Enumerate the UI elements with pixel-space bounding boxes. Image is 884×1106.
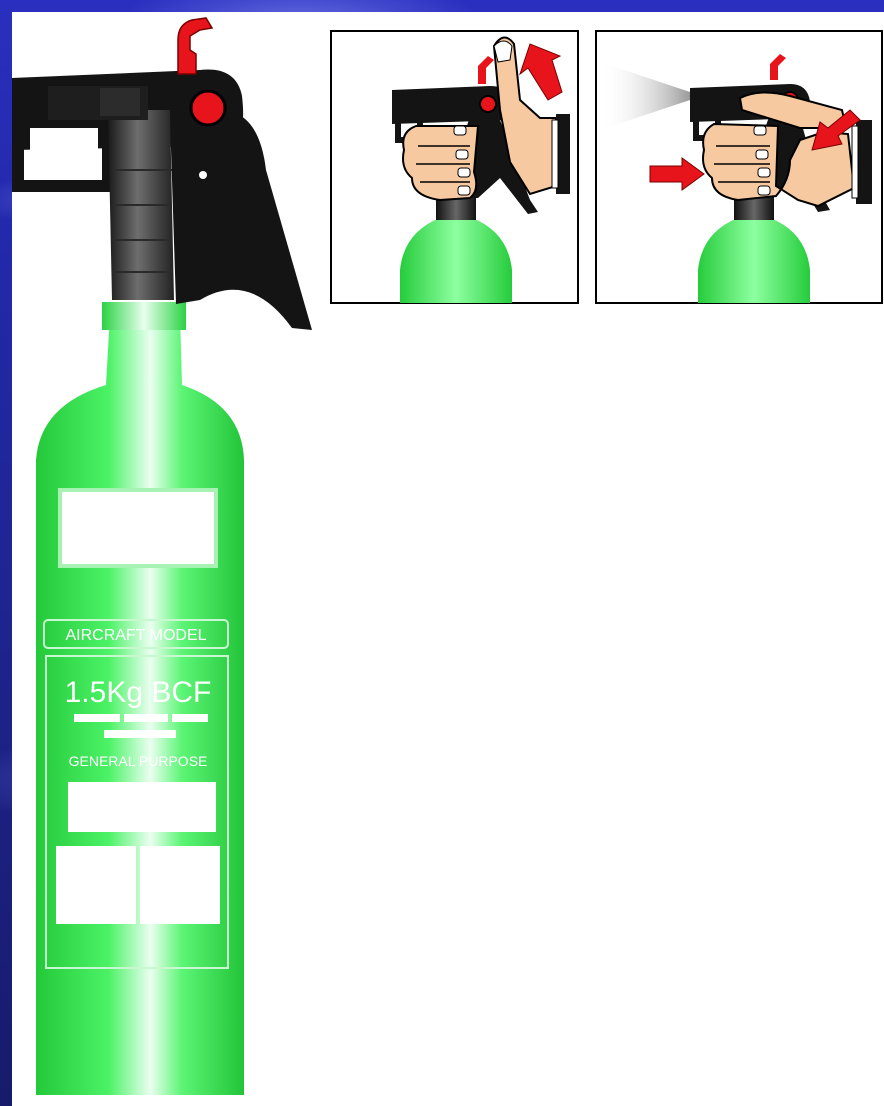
- label-blank-top: [60, 490, 216, 566]
- label-blank-right: [140, 846, 220, 924]
- trigger-lever: [170, 112, 312, 330]
- label-rating: 1.5Kg BCF: [65, 676, 212, 709]
- extinguisher-head: [12, 18, 312, 330]
- label-blank-mid: [68, 782, 216, 832]
- label-blank-left: [56, 846, 136, 924]
- release-button: [191, 91, 225, 125]
- safety-pin: [178, 18, 212, 74]
- main-extinguisher: AIRCRAFT MODEL 1.5Kg BCF GENERAL PURPOSE: [12, 18, 312, 1095]
- label-usage: GENERAL PURPOSE: [69, 753, 208, 769]
- cylinder-neck: [102, 302, 186, 330]
- step-1-panel: [331, 31, 578, 303]
- step-2-panel: [596, 31, 882, 303]
- label-aircraft-model: AIRCRAFT MODEL: [65, 627, 206, 644]
